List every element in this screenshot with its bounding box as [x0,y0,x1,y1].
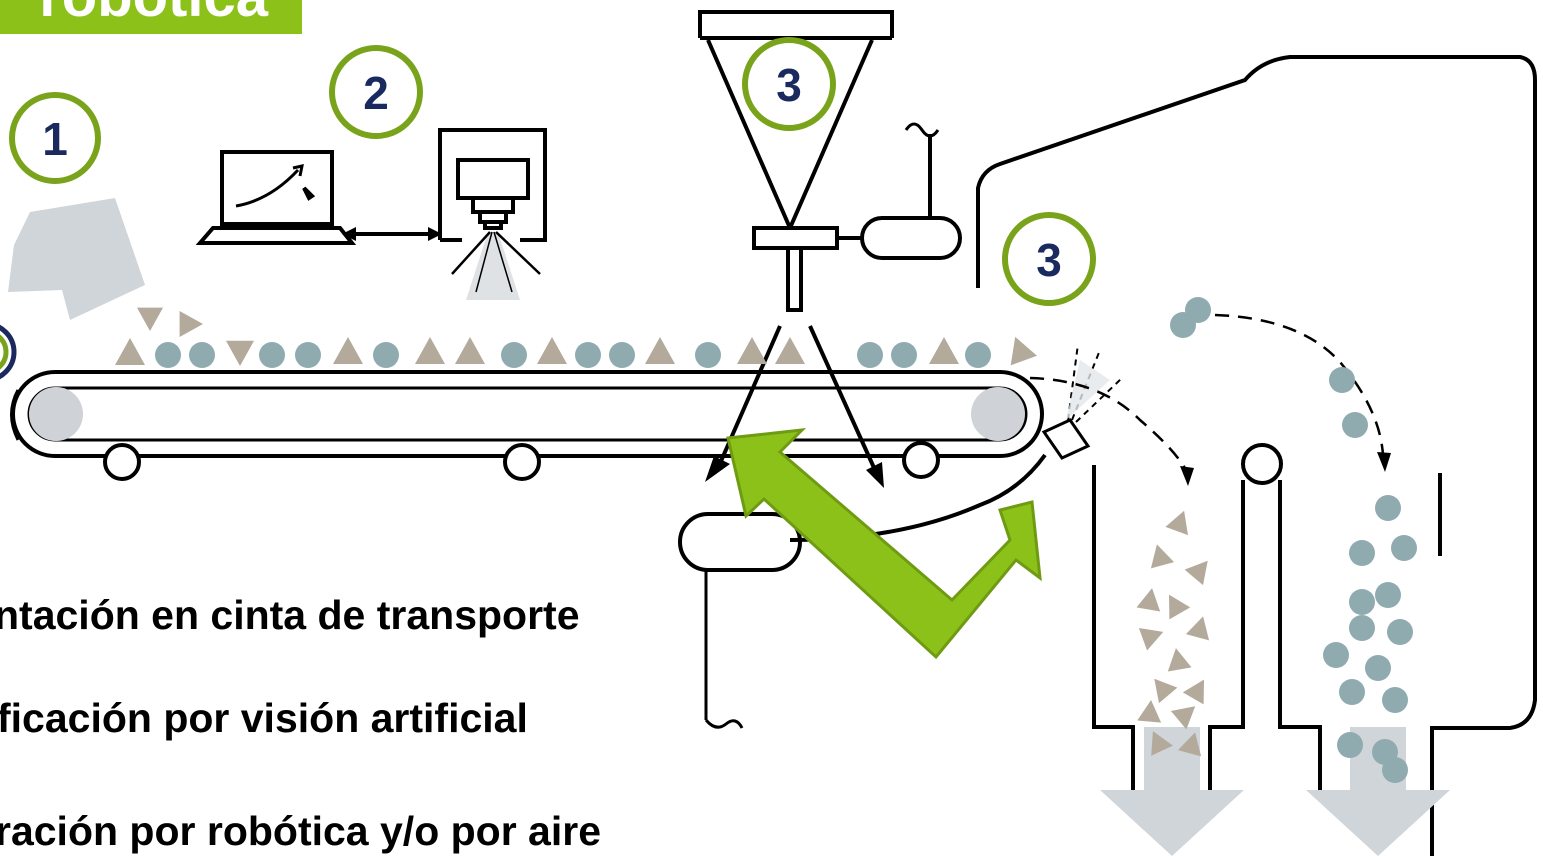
transfer-double-arrow [726,428,1042,660]
round-item [1349,615,1375,641]
step-marker-3a: 3 [742,37,836,131]
round-item [1375,495,1401,521]
round-item [373,342,399,368]
angular-item [1150,544,1175,569]
step-marker-1: 1 [9,92,101,184]
separator-housing [976,55,1537,856]
angular-item [1170,706,1196,730]
round-item [1329,367,1355,393]
svg-text:3: 3 [1036,234,1062,286]
reject-bin [678,512,802,572]
angular-item [1154,678,1178,704]
angular-item [1185,616,1210,641]
step-text-vision: ficación por visión artificial [0,695,528,741]
round-item [575,342,601,368]
round-item [609,342,635,368]
step-marker-2: 2 [329,45,423,139]
angular-item [137,307,163,331]
angular-item [1010,336,1037,366]
partial-marker [0,324,17,380]
round-item [1349,540,1375,566]
round-item [501,342,527,368]
angular-item [226,340,254,366]
round-item [1323,642,1349,668]
angular-item [1184,560,1208,586]
round-item [295,342,321,368]
angular-item [1169,594,1191,620]
round-item [1185,297,1211,323]
round-item [891,342,917,368]
angular-item [179,311,203,337]
round-item [189,342,215,368]
laptop-icon [195,150,357,245]
angular-item [1138,628,1164,651]
angular-item [1137,700,1162,723]
camera-light-cone [466,232,520,300]
angular-item [333,337,363,364]
step-text-separation: ración por robótica y/o por aire [0,808,602,854]
round-item [1391,535,1417,561]
round-item [965,342,991,368]
round-item [1382,757,1408,783]
angular-item [1165,510,1188,536]
round-item [1349,589,1375,615]
step-marker-3b: 3 [1002,212,1096,306]
title-banner: robótica [0,0,302,34]
item-stream [115,297,1417,783]
round-item [1339,679,1365,705]
round-item [695,342,721,368]
round-item [1342,412,1368,438]
round-item [259,342,285,368]
round-item [1387,619,1413,645]
svg-text:3: 3 [776,59,802,111]
angular-item [1182,679,1204,705]
round-item [857,342,883,368]
round-item [1365,655,1391,681]
output-arrow-icon [1100,727,1450,856]
conveyor-icon [11,370,1044,481]
svg-text:2: 2 [363,67,389,119]
camera-icon [438,128,547,242]
angular-item [645,337,675,364]
angular-item [775,337,805,364]
angular-item [115,338,145,365]
round-item [1337,732,1363,758]
angular-item [1136,588,1161,612]
input-flow-arrow [8,198,145,320]
air-nozzle-icon [1041,343,1123,460]
angular-item [1167,648,1192,672]
round-item [1382,687,1408,713]
angular-item [455,337,485,364]
svg-text:1: 1 [42,113,68,165]
step-text-feeding: ntación en cinta de transporte [0,592,580,638]
angular-item [537,337,567,364]
angular-item [1151,731,1173,756]
robot-gripper-icon [698,10,962,312]
angular-item [1177,732,1202,757]
angular-item [929,337,959,364]
round-item [155,342,181,368]
angular-item [737,337,767,364]
round-item [1375,582,1401,608]
angular-item [415,337,445,364]
